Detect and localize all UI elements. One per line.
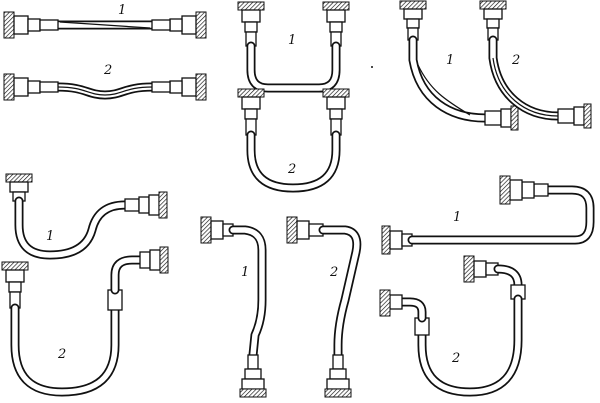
end-fitting — [151, 77, 197, 97]
end-fitting — [483, 8, 503, 41]
wall-mount — [237, 1, 265, 11]
elbow-fitting — [107, 249, 161, 311]
wall-mount — [1, 261, 29, 271]
wall-mount — [200, 216, 212, 244]
hose-d2 — [1, 246, 169, 397]
end-fitting — [557, 106, 585, 126]
label-a2: 2 — [103, 63, 112, 78]
end-fitting — [241, 9, 261, 47]
end-fitting — [326, 9, 346, 47]
end-fitting — [210, 220, 234, 240]
label-c1: 1 — [446, 53, 454, 68]
wall-mount — [239, 388, 267, 398]
end-fitting — [326, 354, 350, 390]
label-a1: 1 — [118, 3, 126, 18]
label-e2: 2 — [329, 265, 338, 280]
panel-u-hoses: 1 2 — [237, 1, 350, 193]
end-fitting — [5, 269, 25, 309]
label-c2: 2 — [511, 53, 520, 68]
end-fitting — [326, 96, 346, 136]
wall-mount — [381, 225, 391, 255]
end-fitting — [296, 220, 324, 240]
wall-mount — [286, 216, 298, 244]
end-fitting — [124, 194, 160, 216]
hose-d1 — [5, 173, 168, 260]
hose-a2 — [3, 73, 207, 101]
end-fitting — [13, 15, 59, 35]
elbow-fitting — [389, 294, 430, 336]
wall-mount — [463, 255, 475, 283]
hose-b2 — [237, 88, 350, 193]
end-fitting — [241, 354, 265, 390]
wall-mount — [3, 73, 15, 101]
hose-f2 — [379, 255, 526, 397]
wall-mount — [322, 88, 350, 98]
panel-long-hoses: 1 2 — [379, 175, 595, 397]
wall-mount — [237, 88, 265, 98]
panel-loop-hoses: 1 2 — [1, 173, 169, 397]
wall-mount — [399, 0, 427, 10]
wall-mount — [159, 246, 169, 274]
panel-curved-hoses: 1 2 — [399, 0, 592, 131]
label-f2: 2 — [451, 351, 460, 366]
end-fitting — [509, 179, 549, 201]
label-b1: 1 — [288, 33, 296, 48]
label-b2: 2 — [287, 162, 296, 177]
wall-mount — [322, 1, 350, 11]
wall-mount — [195, 73, 207, 101]
end-fitting — [403, 8, 423, 41]
wall-mount — [3, 11, 15, 39]
end-fitting — [484, 108, 512, 128]
end-fitting — [151, 15, 197, 35]
hose-e1 — [200, 216, 267, 398]
wall-mount — [195, 11, 207, 39]
panel-s-bend-hoses: 1 2 — [200, 216, 362, 398]
hose-b1 — [237, 1, 350, 93]
label-e1: 1 — [241, 265, 249, 280]
hose-c2 — [479, 0, 592, 129]
hose-c1 — [399, 0, 519, 131]
wall-mount — [379, 289, 391, 317]
panel-straight-hoses: 1 2 — [3, 3, 207, 101]
end-fitting — [13, 77, 59, 97]
hose-e2 — [286, 216, 362, 398]
wall-mount — [510, 105, 519, 131]
wall-mount — [324, 388, 352, 398]
label-d1: 1 — [46, 229, 54, 244]
hose-a1 — [3, 11, 207, 39]
wall-mount — [583, 103, 592, 129]
end-fitting — [241, 96, 261, 136]
stray-dot — [371, 66, 373, 68]
wall-mount — [499, 175, 511, 205]
label-d2: 2 — [57, 347, 66, 362]
wall-mount — [479, 0, 507, 10]
hose-f1 — [381, 175, 595, 255]
label-f1: 1 — [453, 210, 461, 225]
wall-mount — [158, 191, 168, 219]
wall-mount — [5, 173, 33, 183]
